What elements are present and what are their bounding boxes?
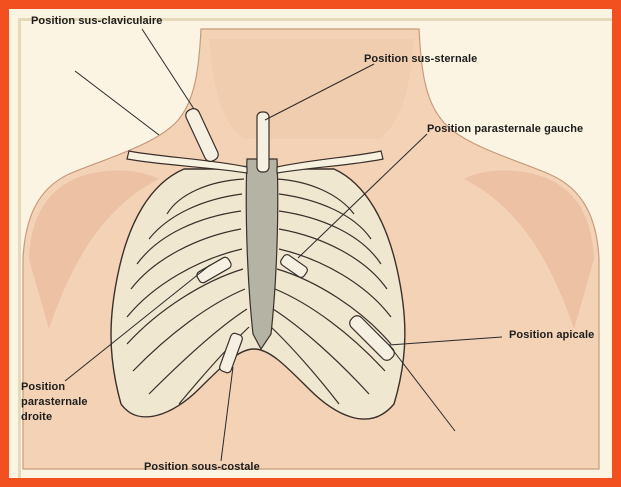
- label-parasternale-droite-line1: Position: [21, 381, 88, 393]
- label-parasternale-droite-line2: parasternale: [21, 396, 88, 408]
- label-sus-sternale: Position sus-sternale: [364, 53, 477, 65]
- label-parasternale-droite: Position parasternale droite: [21, 381, 88, 423]
- label-apicale: Position apicale: [509, 329, 594, 341]
- label-sus-claviculaire: Position sus-claviculaire: [31, 15, 163, 27]
- label-parasternale-gauche: Position parasternale gauche: [427, 123, 583, 135]
- anatomy-illustration: [9, 9, 612, 478]
- probe-sus-sternale: [257, 112, 269, 172]
- label-sous-costale: Position sous-costale: [144, 461, 260, 473]
- label-parasternale-droite-line3: droite: [21, 411, 88, 423]
